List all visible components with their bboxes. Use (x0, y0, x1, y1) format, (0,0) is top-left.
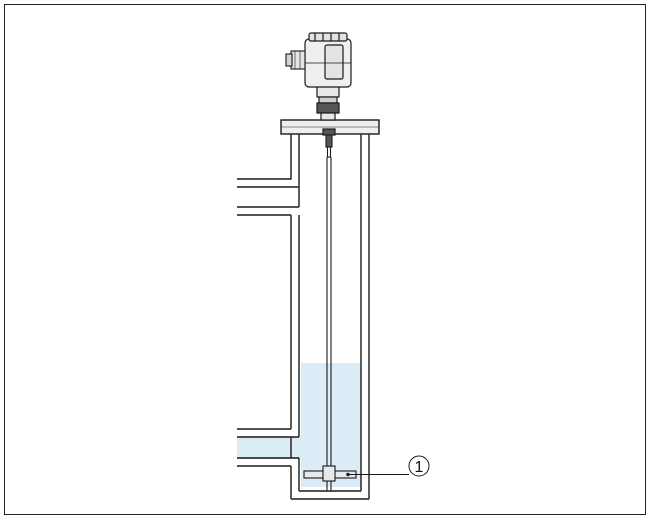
bypass-chamber (290, 134, 370, 500)
bypass-chamber-diagram: 1 (237, 32, 430, 500)
diagram-frame: 1 (4, 4, 646, 515)
centering-piece (303, 465, 357, 491)
liquid-lower-pipe (237, 437, 303, 459)
cable-gland (285, 50, 306, 70)
lower-connection-pipe (237, 428, 299, 467)
upper-connection-pipe (237, 134, 300, 216)
callout-1: 1 (348, 455, 430, 477)
sensor-housing (304, 32, 352, 88)
callout-1-label: 1 (415, 459, 424, 476)
process-fitting (316, 84, 340, 136)
probe-rod (325, 134, 333, 471)
callout-1-circle (408, 455, 430, 477)
